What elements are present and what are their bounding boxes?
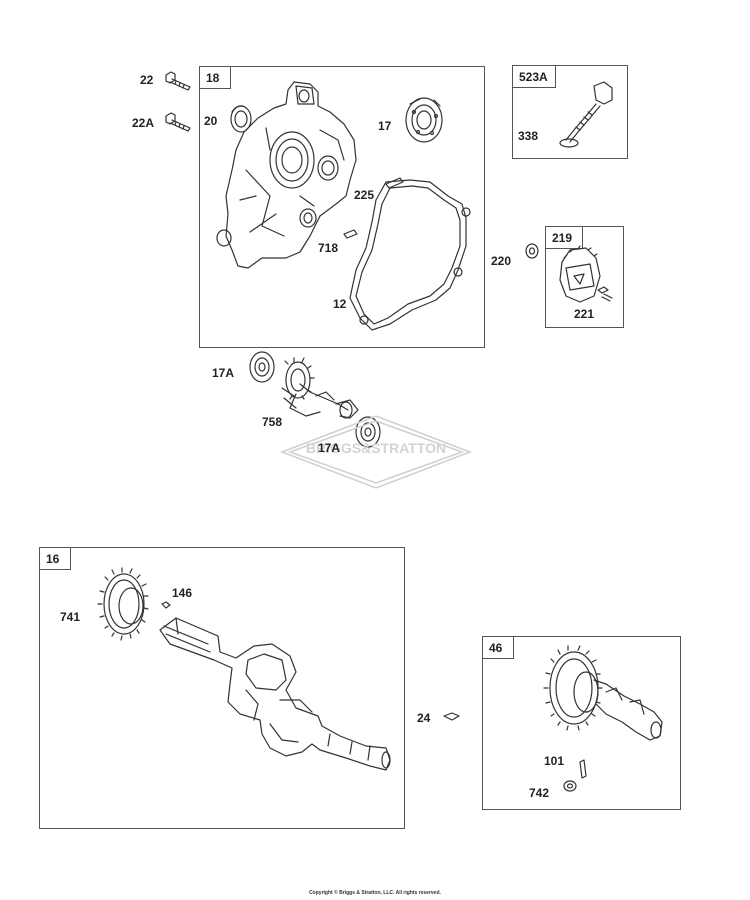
watermark-logo: [279, 415, 473, 489]
bolt-22a-drawing: [165, 112, 191, 132]
label-742: 742: [529, 786, 550, 800]
bearing-17-drawing: [405, 97, 443, 143]
label-20: 20: [204, 114, 218, 128]
bearing-17a-upper-drawing: [249, 351, 275, 383]
label-221: 221: [574, 307, 595, 321]
bearing-17a-lower-drawing: [355, 416, 381, 448]
crankshaft-16-drawing: [159, 617, 391, 771]
label-718: 718: [318, 241, 339, 255]
pin-718-drawing: [343, 229, 358, 239]
group-tag-18: 18: [200, 67, 231, 89]
key-24-drawing: [443, 712, 460, 721]
label-758: 758: [262, 415, 283, 429]
crankcase-cover-drawing: [216, 81, 357, 269]
pin-101-drawing: [579, 759, 587, 779]
camshaft-46-drawing: [543, 645, 663, 741]
label-17a-upper: 17A: [212, 366, 235, 380]
group-tag-523a: 523A: [513, 66, 556, 88]
label-17a-lower: 17A: [318, 441, 341, 455]
governor-219-drawing: [559, 245, 601, 303]
crankshaft-758-drawing: [281, 357, 359, 419]
watermark-text: BRIGGS&STRATTON: [305, 440, 447, 456]
bolt-22-drawing: [165, 71, 191, 91]
label-225: 225: [354, 188, 375, 202]
group-box-46: 46: [482, 636, 681, 810]
gasket-12-drawing: [349, 179, 471, 331]
label-17: 17: [378, 119, 392, 133]
gear-741-drawing: [97, 567, 149, 641]
copyright-notice: Copyright © Briggs & Stratton, LLC. All …: [309, 890, 441, 896]
group-box-523a: 523A: [512, 65, 628, 159]
label-338: 338: [518, 129, 539, 143]
label-22: 22: [140, 73, 154, 87]
label-101: 101: [544, 754, 565, 768]
label-741: 741: [60, 610, 81, 624]
group-box-18: 18: [199, 66, 485, 348]
pin-225-drawing: [385, 177, 404, 189]
group-tag-219: 219: [546, 227, 583, 249]
label-146: 146: [172, 586, 193, 600]
group-tag-16: 16: [40, 548, 71, 570]
washer-742-drawing: [563, 780, 577, 792]
seal-20-drawing: [230, 105, 252, 133]
key-146-drawing: [161, 601, 171, 609]
label-24: 24: [417, 711, 431, 725]
dipstick-338-drawing: [559, 81, 613, 148]
label-12: 12: [333, 297, 347, 311]
group-tag-46: 46: [483, 637, 514, 659]
label-220: 220: [491, 254, 512, 268]
washer-220-drawing: [525, 243, 539, 259]
label-22a: 22A: [132, 116, 155, 130]
screw-221-drawing: [597, 286, 613, 302]
group-box-219: 219: [545, 226, 624, 328]
group-box-16: 16: [39, 547, 405, 829]
